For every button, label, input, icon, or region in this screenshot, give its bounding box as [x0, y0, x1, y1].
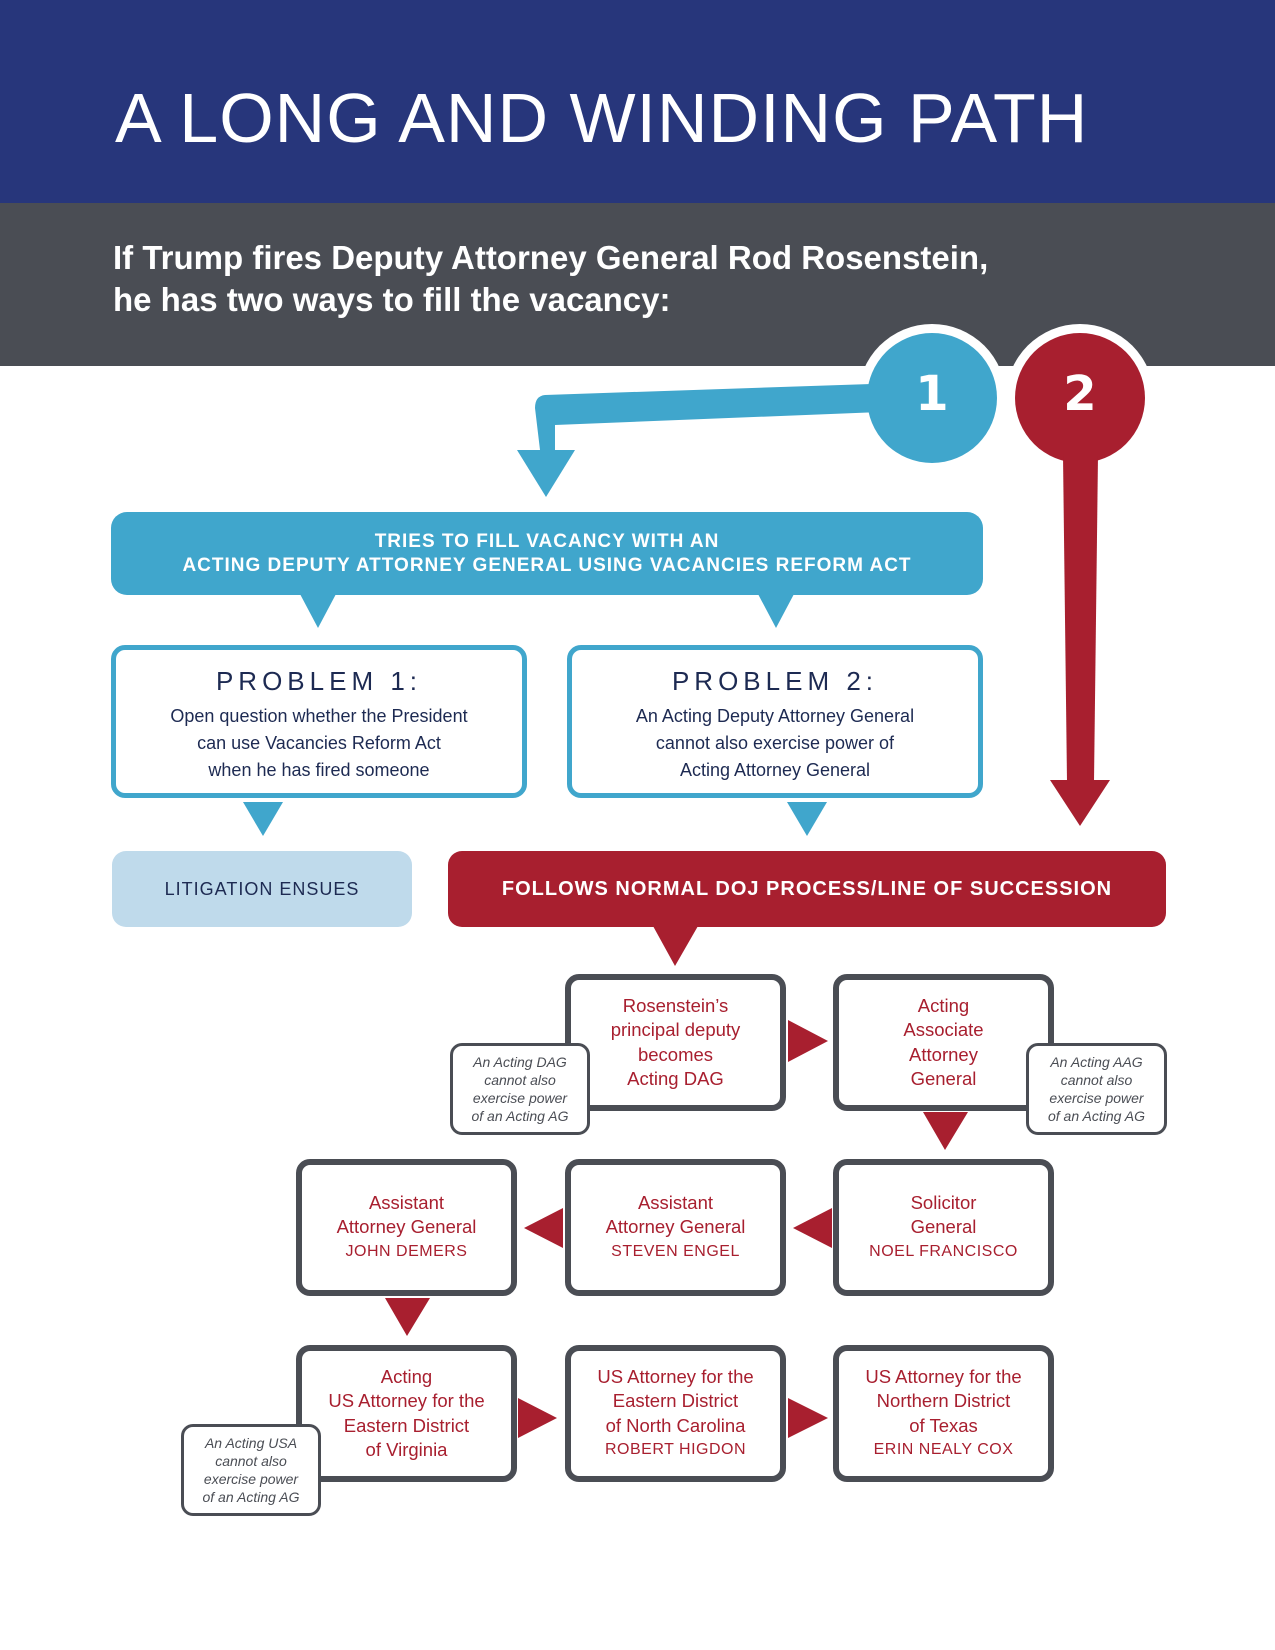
note-acting-dag: An Acting DAG cannot also exercise power…	[450, 1043, 590, 1135]
subtitle-line-2: he has two ways to fill the vacancy:	[113, 281, 671, 318]
option2-circle	[1015, 333, 1145, 463]
person-name: ERIN NEALY COX	[873, 1441, 1014, 1458]
problem-2-heading: PROBLEM 2:	[671, 666, 879, 696]
option1-vacancies-act-box: TRIES TO FILL VACANCY WITH AN ACTING DEP…	[111, 512, 983, 595]
option1-line-1: TRIES TO FILL VACANCY WITH AN	[374, 530, 720, 552]
person-name: ROBERT HIGDON	[604, 1441, 747, 1458]
option2-connector	[1063, 455, 1098, 782]
arrow-right-6	[518, 1398, 557, 1438]
person-name: JOHN DEMERS	[345, 1242, 468, 1260]
arrow-right-7	[788, 1398, 828, 1438]
option2-number: 2	[1063, 366, 1097, 422]
step-usa-ednc: US Attorney for the Eastern District of …	[565, 1345, 786, 1482]
person-name: STEVEN ENGEL	[611, 1242, 740, 1260]
step-acting-dag: Rosenstein’s principal deputy becomes Ac…	[565, 974, 786, 1111]
problem-1-text: Open question whether the President can …	[170, 706, 468, 780]
problem-2-text: An Acting Deputy Attorney General cannot…	[635, 706, 915, 780]
note-acting-usa: An Acting USA cannot also exercise power…	[181, 1424, 321, 1516]
option1-arrowhead	[517, 450, 575, 497]
arrow-right-1	[788, 1020, 828, 1062]
problem1-tail	[243, 802, 283, 836]
arrow-left-4	[524, 1208, 563, 1248]
pill-tail-left	[300, 594, 336, 628]
page-subtitle: If Trump fires Deputy Attorney General R…	[113, 237, 1213, 321]
option2-arrowhead	[1050, 780, 1110, 826]
option1-line-2: ACTING DEPUTY ATTORNEY GENERAL USING VAC…	[182, 554, 912, 576]
step-usa-ndtx: US Attorney for the Northern District of…	[833, 1345, 1054, 1482]
subtitle-line-1: If Trump fires Deputy Attorney General R…	[113, 239, 989, 276]
step-aag-engel: Assistant Attorney General STEVEN ENGEL	[565, 1159, 786, 1296]
step-aag-demers: Assistant Attorney General JOHN DEMERS	[296, 1159, 517, 1296]
problem-2-box: PROBLEM 2: An Acting Deputy Attorney Gen…	[567, 645, 983, 798]
option1-circle	[867, 333, 997, 463]
person-name: NOEL FRANCISCO	[869, 1242, 1018, 1260]
problem-1-heading: PROBLEM 1:	[215, 666, 423, 696]
note-acting-aag: An Acting AAG cannot also exercise power…	[1026, 1043, 1167, 1135]
page-title: A LONG AND WINDING PATH	[115, 79, 1089, 157]
option1-connector	[535, 382, 930, 450]
step-acting-usa-edva: Acting US Attorney for the Eastern Distr…	[296, 1345, 517, 1482]
option1-number: 1	[915, 366, 949, 422]
arrow-down-5	[385, 1298, 430, 1336]
doj-succession-box: FOLLOWS NORMAL DOJ PROCESS/LINE OF SUCCE…	[448, 851, 1166, 927]
step-solicitor-general: Solicitor General NOEL FRANCISCO	[833, 1159, 1054, 1296]
arrow-down-2	[923, 1112, 968, 1150]
problem2-tail	[787, 802, 827, 836]
litigation-ensues-box: LITIGATION ENSUES	[112, 851, 412, 927]
doj-arrow-down	[653, 926, 698, 966]
step-acting-associate-ag: Acting Associate Attorney General	[833, 974, 1054, 1111]
problem-1-box: PROBLEM 1: Open question whether the Pre…	[111, 645, 527, 798]
title-band	[0, 0, 1275, 203]
pill-tail-right	[758, 594, 794, 628]
arrow-left-3	[793, 1208, 832, 1248]
